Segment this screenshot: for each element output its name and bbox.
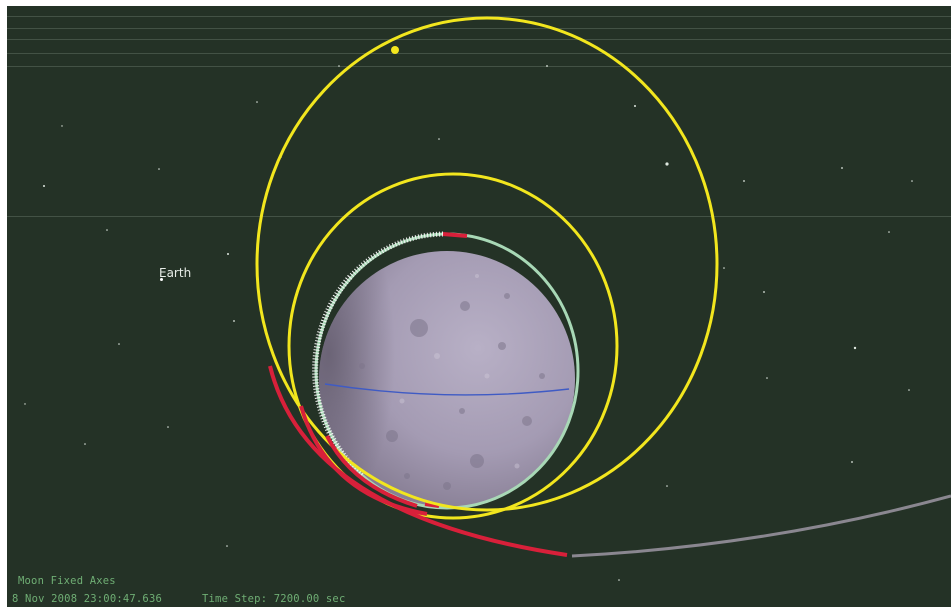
scanline-artifacts (7, 16, 951, 217)
equator-line (324, 383, 570, 396)
outer-orbit (255, 16, 719, 512)
approach-arc (268, 365, 568, 557)
scene-canvas[interactable] (7, 6, 951, 607)
earth-marker-icon[interactable] (160, 278, 163, 281)
middle-orbit (287, 172, 619, 520)
3d-graphics-window[interactable]: Earth Moon Fixed Axes 8 Nov 2008 23:00:4… (7, 6, 951, 607)
status-row: 8 Nov 2008 23:00:47.636 Time Step: 7200.… (12, 593, 345, 605)
time-step-readout: Time Step: 7200.00 sec (202, 593, 346, 605)
spacecraft-marker-icon[interactable] (391, 46, 399, 54)
epoch-readout: 8 Nov 2008 23:00:47.636 (12, 593, 162, 605)
star-field (24, 65, 913, 581)
inner-orbit (312, 231, 580, 510)
frame-label: Moon Fixed Axes (18, 575, 116, 587)
earth-label[interactable]: Earth (159, 266, 192, 280)
transfer-trajectory (571, 494, 951, 558)
